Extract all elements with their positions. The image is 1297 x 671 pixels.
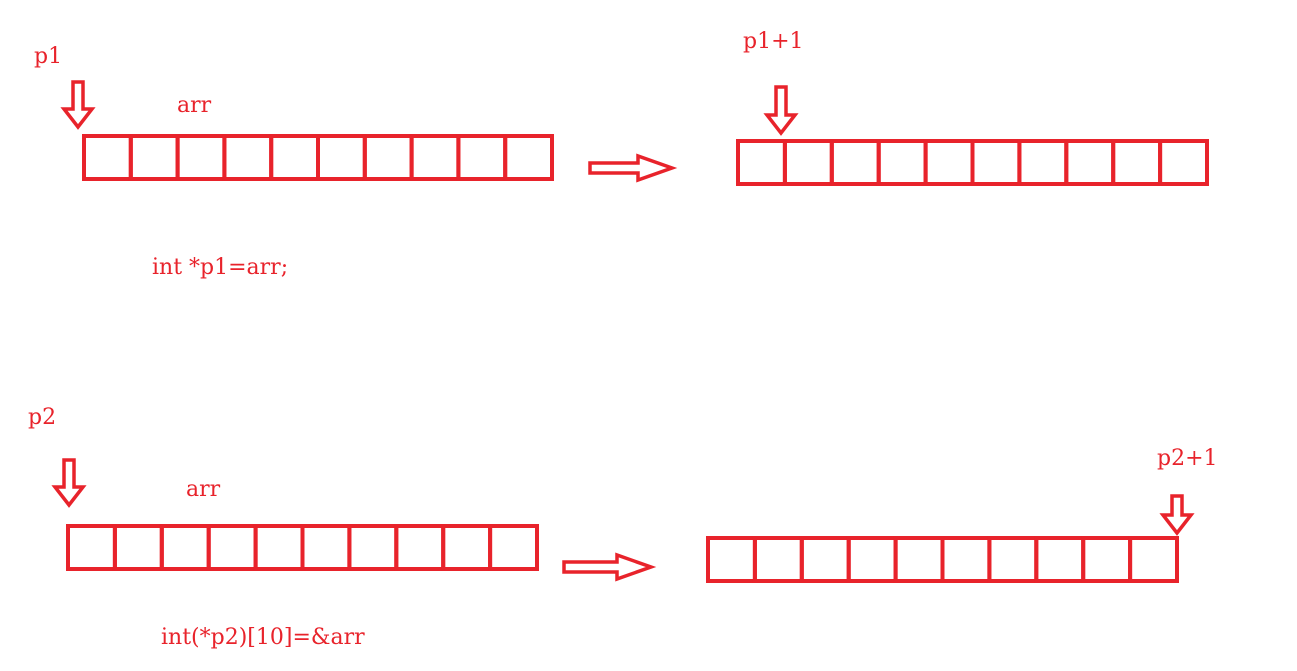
array-cell — [846, 536, 898, 583]
array-cell — [253, 524, 305, 571]
p2-plus-1-label: p2+1 — [1157, 446, 1218, 471]
array-cell — [893, 536, 945, 583]
bottom-right-arrow-icon — [562, 552, 657, 582]
array-cell — [128, 134, 180, 181]
array-cell — [987, 536, 1039, 583]
array-cell — [394, 524, 446, 571]
p1-label: p1 — [34, 44, 63, 69]
array-bottom-right — [706, 536, 1179, 583]
array-cell — [1158, 139, 1209, 186]
array-cell — [940, 536, 992, 583]
array-cell — [799, 536, 851, 583]
arr-label-bottom: arr — [186, 477, 221, 502]
array-cell — [1081, 536, 1133, 583]
array-top-left — [82, 134, 555, 181]
array-cell — [1017, 139, 1069, 186]
array-cell — [269, 134, 321, 181]
array-cell — [970, 139, 1022, 186]
array-cell — [488, 524, 540, 571]
array-cell — [300, 524, 352, 571]
array-cell — [829, 139, 881, 186]
array-cell — [441, 524, 493, 571]
array-cell — [1064, 139, 1116, 186]
array-cell — [222, 134, 274, 181]
p2-label: p2 — [28, 405, 57, 430]
array-cell — [362, 134, 414, 181]
array-cell — [923, 139, 975, 186]
p2-plus-1-down-arrow-icon — [1159, 494, 1195, 536]
array-cell — [752, 536, 804, 583]
array-cell — [736, 139, 787, 186]
arrays-layer — [66, 134, 1209, 583]
top-right-arrow-icon — [588, 153, 678, 183]
array-cell — [112, 524, 164, 571]
p1-down-arrow-icon — [60, 80, 96, 130]
array-cell — [316, 134, 367, 181]
arr-label-top: arr — [177, 93, 212, 118]
array-cell — [456, 134, 508, 181]
array-cell — [409, 134, 461, 181]
array-cell — [82, 134, 133, 181]
array-cell — [66, 524, 117, 571]
code-p2-declaration: int(*p2)[10]=&arr — [161, 625, 365, 650]
array-cell — [876, 139, 928, 186]
p2-down-arrow-icon — [51, 458, 87, 508]
array-cell — [706, 536, 757, 583]
array-cell — [503, 134, 555, 181]
array-cell — [1034, 536, 1086, 583]
array-cell — [782, 139, 834, 186]
arrows-layer — [51, 80, 1195, 582]
array-cell — [159, 524, 211, 571]
array-cell — [206, 524, 258, 571]
array-cell — [1111, 139, 1163, 186]
p1-plus-1-label: p1+1 — [743, 29, 804, 54]
array-cell — [347, 524, 399, 571]
array-top-right — [736, 139, 1209, 186]
array-cell — [175, 134, 227, 181]
array-bottom-left — [66, 524, 540, 571]
array-cell — [1128, 536, 1179, 583]
code-p1-declaration: int *p1=arr; — [152, 255, 289, 280]
p1-plus-1-down-arrow-icon — [763, 85, 799, 136]
